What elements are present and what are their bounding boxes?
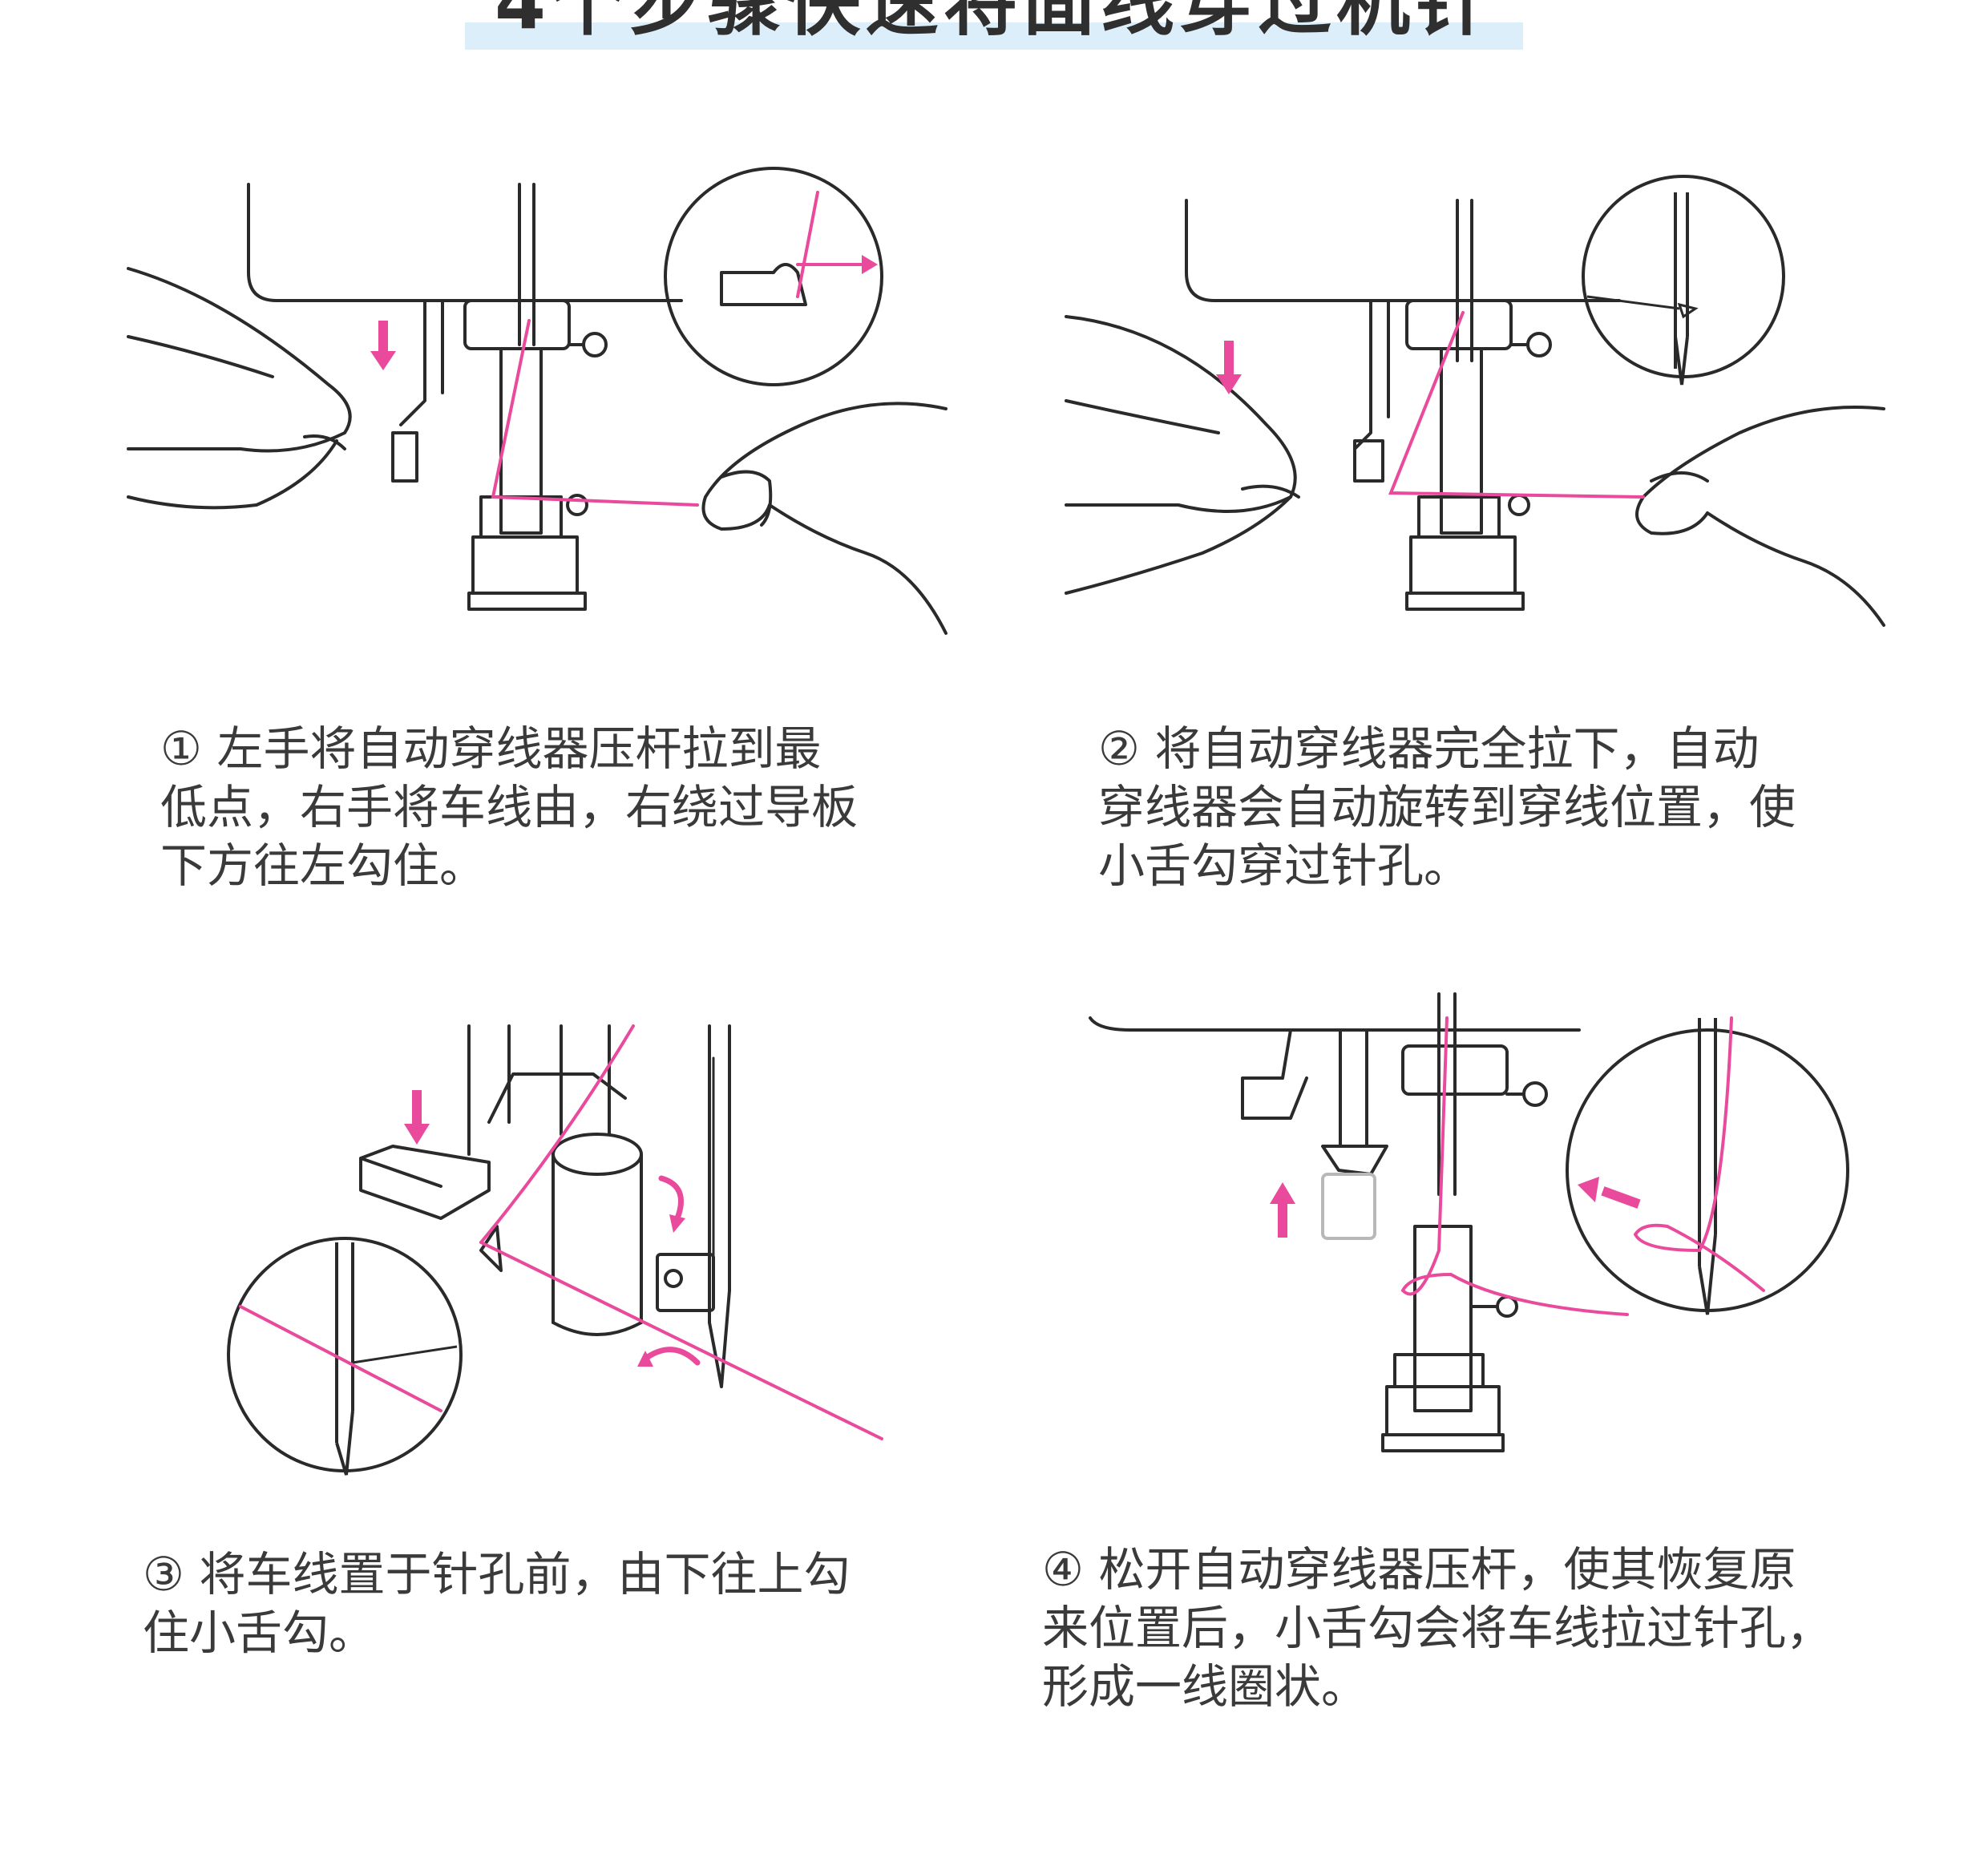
step-2-caption: ② 将自动穿线器完全拉下，自动 穿线器会自动旋转到穿线位置，使 小舌勾穿过针孔。 <box>1098 720 1900 895</box>
step-4-illustration <box>1089 992 1849 1452</box>
step-1-number: ① <box>160 721 202 776</box>
step-3-illustration <box>227 1024 883 1476</box>
step-2-line-3: 小舌勾穿过针孔。 <box>1098 838 1471 893</box>
step-4-line-2: 来位置后，小舌勾会将车线拉过针孔， <box>1042 1601 1833 1655</box>
step-4-line-1: 松开自动穿线器压杆，使其恢复原 <box>1098 1542 1796 1597</box>
step-2-illustration <box>1065 175 1885 627</box>
step-2-line-2: 穿线器会自动旋转到穿线位置，使 <box>1098 780 1796 834</box>
step-4-line-3: 形成一线圈状。 <box>1042 1659 1368 1714</box>
step-1-caption: ① 左手将自动穿线器压杆拉到最 低点，右手将车线由，右绕过导板 下方往左勾住。 <box>160 720 930 895</box>
step-1-illustration <box>127 167 948 635</box>
step-4-number: ④ <box>1042 1542 1084 1597</box>
title-highlight-bar <box>465 22 1523 50</box>
step-3-line-1: 将车线置于针孔前，由下往上勾 <box>199 1547 851 1601</box>
step-1-line-2: 低点，右手将车线由，右绕过导板 <box>160 780 859 834</box>
step-3-caption: ③ 将车线置于针孔前，由下往上勾 住小舌勾。 <box>143 1545 944 1662</box>
step-1-line-3: 下方往左勾住。 <box>160 838 487 893</box>
step-1-line-1: 左手将自动穿线器压杆拉到最 <box>216 721 822 776</box>
step-2-number: ② <box>1098 721 1140 776</box>
step-3-line-2: 住小舌勾。 <box>143 1605 376 1660</box>
step-2-line-1: 将自动穿线器完全拉下，自动 <box>1154 721 1760 776</box>
step-3-number: ③ <box>143 1547 184 1601</box>
step-4-caption: ④ 松开自动穿线器压杆，使其恢复原 来位置后，小舌勾会将车线拉过针孔， 形成一线… <box>1042 1541 1924 1716</box>
page-title-block: 4个步骤快速将面线穿过机针 <box>0 0 1988 72</box>
page-title: 4个步骤快速将面线穿过机针 <box>494 0 1493 46</box>
